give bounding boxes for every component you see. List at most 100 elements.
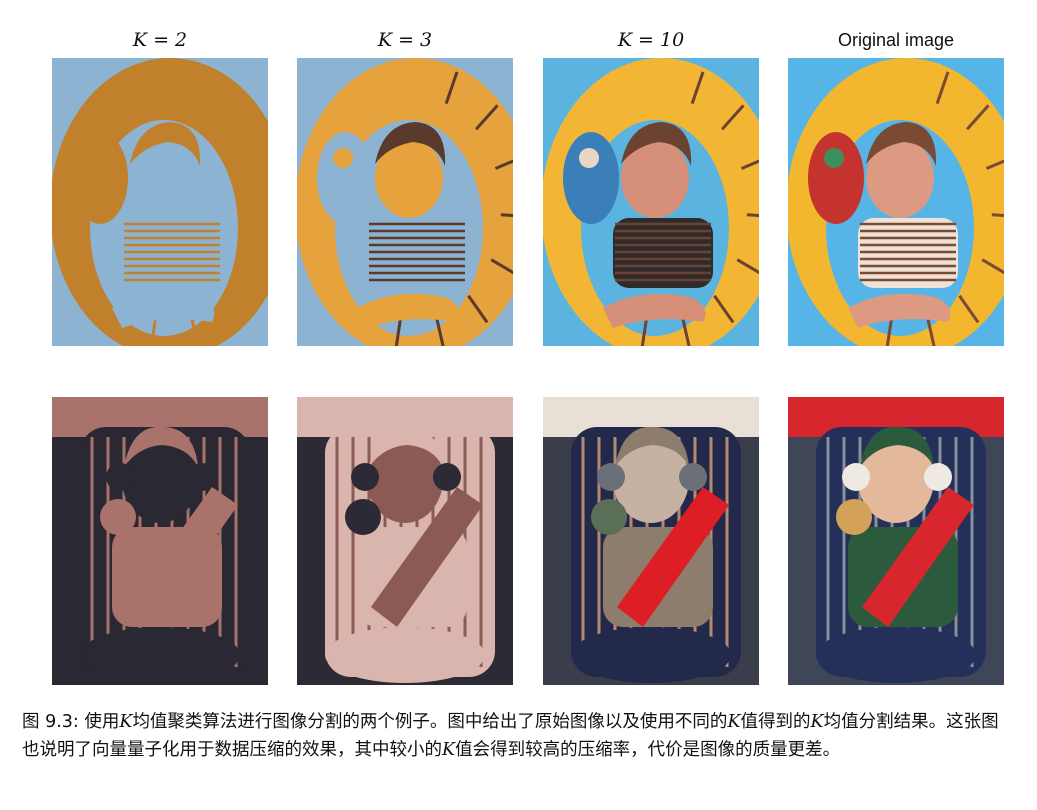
- child-legs: [816, 627, 976, 683]
- headphone-right: [188, 463, 216, 491]
- image-car-seat-original: [788, 397, 1004, 685]
- boy-hair: [866, 122, 937, 166]
- image-boy-ring-k10: [543, 58, 759, 346]
- cartoon-eye: [333, 148, 353, 168]
- boy-hair: [130, 122, 201, 166]
- ring-seam: [255, 213, 268, 218]
- caption-k-symbol: K: [119, 712, 133, 732]
- ring-seam: [249, 159, 268, 170]
- ring-seam: [245, 258, 268, 275]
- safety-harness: [371, 487, 483, 627]
- column-label-k2: K = 2: [132, 29, 188, 51]
- ring-seam: [230, 104, 254, 131]
- safety-harness: [126, 487, 238, 627]
- folded-arms: [848, 293, 951, 328]
- ring-seam: [394, 318, 403, 346]
- ring-seam: [640, 318, 649, 346]
- headphone-left: [106, 463, 134, 491]
- child-face: [613, 435, 689, 523]
- column-label-k3: K = 3: [377, 29, 433, 51]
- caption-text: 均值分割结果。这张图也说明了向量量子化用于数据压缩的效果，其中较小的: [22, 712, 999, 760]
- child-face: [858, 435, 934, 523]
- cartoon-character: [808, 132, 864, 224]
- safety-harness: [617, 487, 729, 627]
- ring-seam: [490, 258, 513, 275]
- column-label-original: Original image: [837, 30, 955, 50]
- ring-seam: [149, 318, 158, 346]
- cartoon-character: [563, 132, 619, 224]
- ring-seam: [199, 71, 214, 105]
- column-label-k10: K = 10: [617, 29, 685, 51]
- ring-seam: [966, 104, 990, 131]
- child-hair: [369, 426, 443, 467]
- boy-face: [375, 138, 443, 218]
- caption-text: 值会得到较高的压缩率，代价是图像的质量更差。: [455, 740, 841, 760]
- caption-prefix: 图 9.3: 使用: [22, 712, 120, 732]
- child-hair: [615, 426, 689, 467]
- cartoon-eye: [88, 148, 108, 168]
- child-hair: [124, 426, 198, 467]
- ring-seam: [925, 316, 936, 346]
- image-car-seat-k3: [297, 397, 513, 685]
- ring-seam: [475, 104, 499, 131]
- child-face: [122, 435, 198, 523]
- child-legs: [80, 627, 240, 683]
- cookie: [591, 499, 627, 535]
- boy-face: [866, 138, 934, 218]
- image-boy-ring-k3: [297, 58, 513, 346]
- ring-seam: [690, 71, 705, 105]
- headphone-left: [597, 463, 625, 491]
- ring-seam: [981, 258, 1004, 275]
- child-face: [367, 435, 443, 523]
- ring-seam: [713, 294, 735, 324]
- ring-seam: [985, 159, 1004, 170]
- boy-face: [621, 138, 689, 218]
- ring-seam: [434, 316, 445, 346]
- ring-seam: [958, 294, 980, 324]
- caption-k-symbol: K: [727, 712, 741, 732]
- ring-seam: [189, 316, 200, 346]
- child-legs: [571, 627, 731, 683]
- ring-seam: [467, 294, 489, 324]
- ring-seam: [494, 159, 513, 170]
- cartoon-character: [72, 132, 128, 224]
- boy-hair: [621, 122, 692, 166]
- ring-seam: [746, 213, 759, 218]
- safety-harness: [862, 487, 974, 627]
- child-legs: [325, 627, 485, 683]
- ring-seam: [991, 213, 1004, 218]
- folded-arms: [112, 293, 215, 328]
- ring-seam: [935, 71, 950, 105]
- cookie: [100, 499, 136, 535]
- cookie: [836, 499, 872, 535]
- cookie: [345, 499, 381, 535]
- folded-arms: [357, 293, 460, 328]
- child-hair: [860, 426, 934, 467]
- ring-seam: [740, 159, 759, 170]
- cartoon-eye: [824, 148, 844, 168]
- caption-text: 均值聚类算法进行图像分割的两个例子。图中给出了原始图像以及使用不同的: [132, 712, 728, 732]
- boy-face: [130, 138, 198, 218]
- ring-seam: [222, 294, 244, 324]
- headphone-right: [924, 463, 952, 491]
- cartoon-eye: [579, 148, 599, 168]
- ring-seam: [444, 71, 459, 105]
- image-car-seat-k10: [543, 397, 759, 685]
- headphone-left: [351, 463, 379, 491]
- ring-seam: [721, 104, 745, 131]
- cartoon-character: [317, 132, 373, 224]
- caption-k-symbol: K: [442, 740, 456, 760]
- caption-k-symbol: K: [810, 712, 824, 732]
- image-boy-ring-original: [788, 58, 1004, 346]
- ring-seam: [885, 318, 894, 346]
- boy-hair: [375, 122, 446, 166]
- headphone-left: [842, 463, 870, 491]
- headphone-right: [679, 463, 707, 491]
- figure-caption: 图 9.3: 使用K均值聚类算法进行图像分割的两个例子。图中给出了原始图像以及使…: [22, 708, 1012, 764]
- ring-seam: [736, 258, 759, 275]
- image-car-seat-k2: [52, 397, 268, 685]
- caption-text: 值得到的: [740, 712, 811, 732]
- ring-seam: [500, 213, 513, 218]
- image-boy-ring-k2: [52, 58, 268, 346]
- ring-seam: [680, 316, 691, 346]
